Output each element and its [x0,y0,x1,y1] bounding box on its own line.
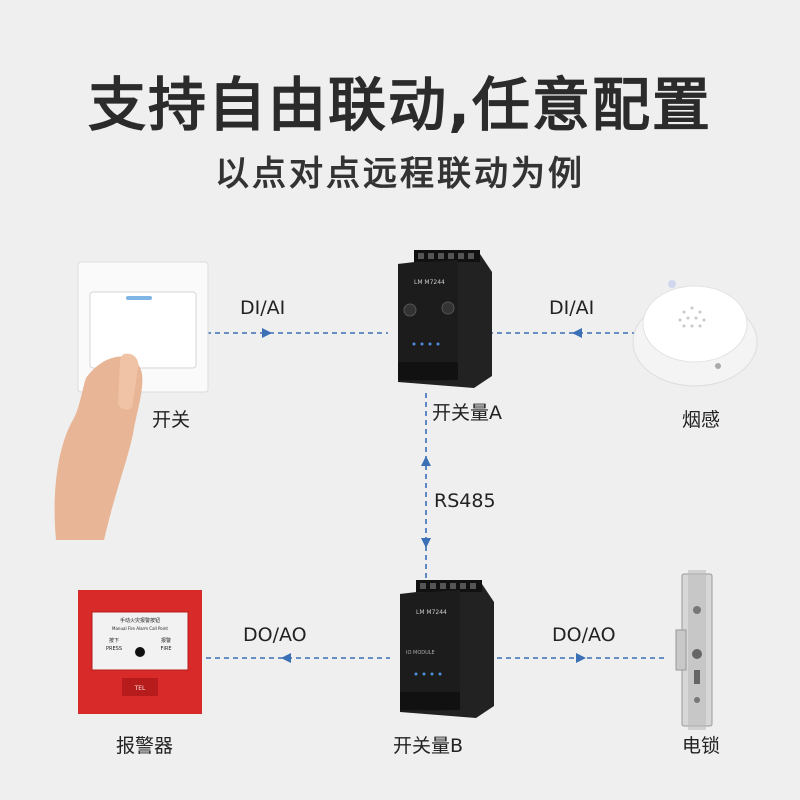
svg-text:按下: 按下 [109,637,119,644]
svg-text:手动火灾报警按钮: 手动火灾报警按钮 [120,617,160,624]
svg-text:IO MODULE: IO MODULE [406,650,435,656]
svg-text:LM M7244: LM M7244 [414,279,445,286]
arrow-left-icon [281,653,291,663]
svg-text:TEL: TEL [134,685,146,692]
di-ai-right-label: DI/AI [549,297,595,319]
arrow-left-icon [572,328,582,338]
svg-text:FIRE: FIRE [161,646,172,652]
arrow-right-icon [262,328,272,338]
svg-text:Manual Fire Alarm Call Point: Manual Fire Alarm Call Point [112,626,168,631]
page-title: 支持自由联动,任意配置 [87,71,713,139]
arrow-up-icon [421,456,431,466]
indicator-light-icon [126,296,152,300]
smoke-detector-device [632,280,758,387]
module-a-device: LM M7244 [398,250,492,388]
switch-device [54,261,209,540]
arrow-down-icon [421,538,431,548]
switch-label: 开关 [152,409,191,431]
alarm-label: 报警器 [116,735,174,757]
electric-lock-device [675,570,713,730]
do-ao-left-label: DO/AO [243,624,307,646]
di-ai-left-label: DI/AI [240,297,286,319]
svg-text:PRESS: PRESS [106,646,122,652]
rs485-label: RS485 [434,490,496,512]
svg-text:报警: 报警 [161,637,171,644]
fire-alarm-device: 手动火灾报警按钮 Manual Fire Alarm Call Point 按下… [78,590,202,714]
module-b-device: LM M7244 IO MODULE [400,580,494,718]
module-b-label: 开关量B [393,735,464,757]
smoke-label: 烟感 [682,409,721,431]
svg-text:LM M7244: LM M7244 [416,609,447,616]
do-ao-right-label: DO/AO [552,624,616,646]
page-subtitle: 以点对点远程联动为例 [215,154,585,194]
module-a-label: 开关量A [432,402,502,424]
arrow-right-icon [576,653,586,663]
lock-label: 电锁 [682,735,721,757]
